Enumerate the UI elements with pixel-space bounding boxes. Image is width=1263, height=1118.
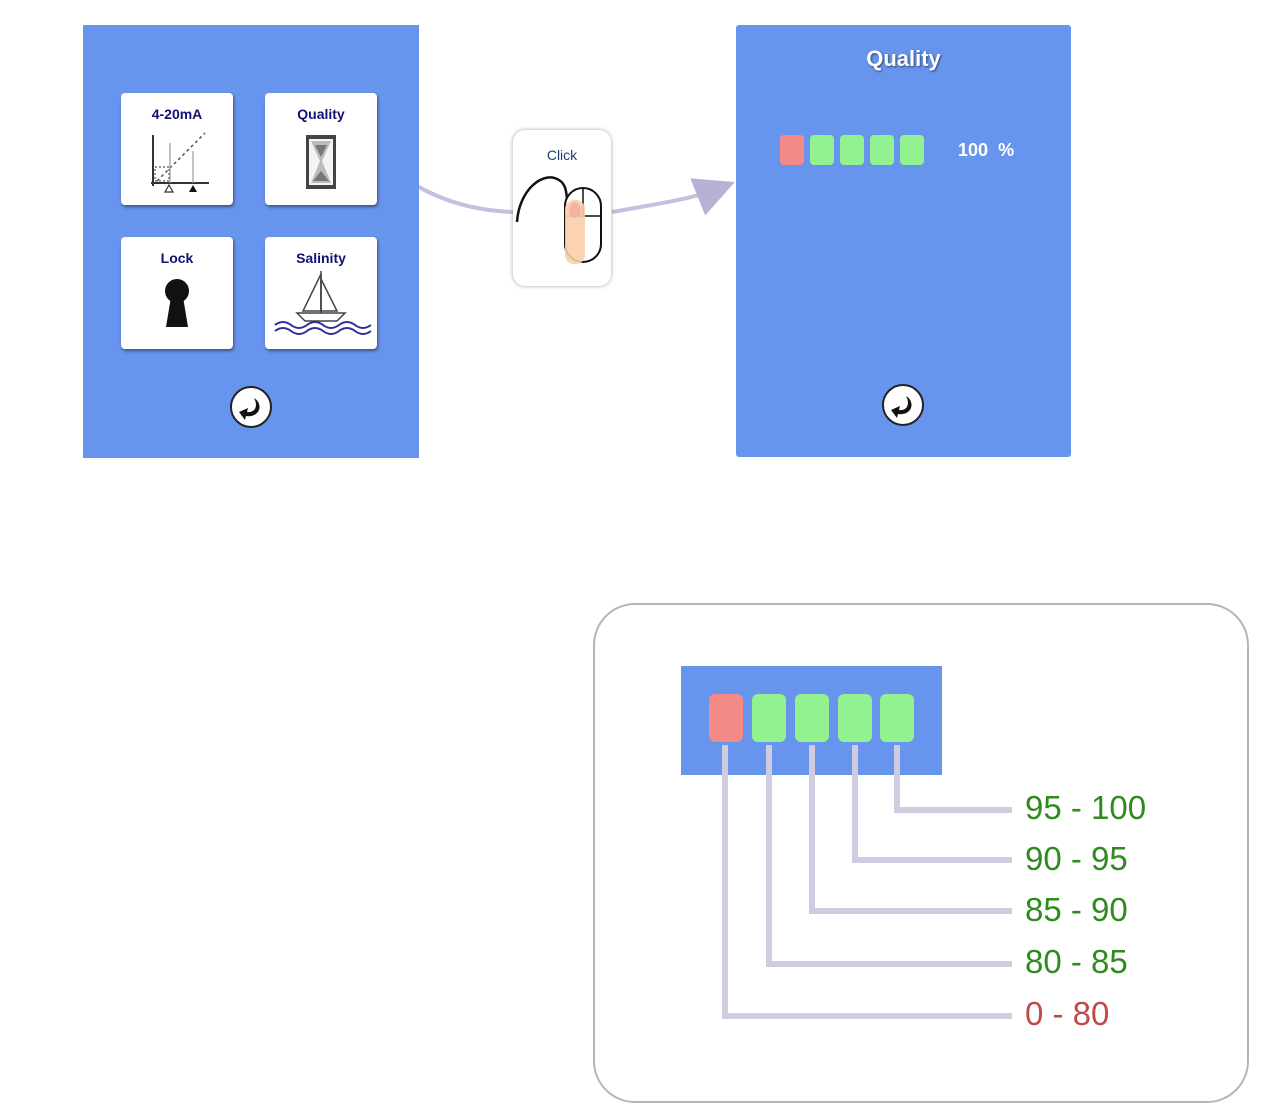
mouse-click-icon: [515, 176, 602, 264]
range-label-85-90: 85 - 90: [1025, 891, 1128, 928]
quality-bar-5: [900, 135, 924, 165]
page-title: Quality: [866, 46, 941, 71]
quality-bar-2: [810, 135, 834, 165]
tile-lock[interactable]: Lock: [121, 237, 233, 349]
back-arrow-icon: [239, 398, 260, 420]
range-label-95-100: 95 - 100: [1025, 789, 1147, 826]
quality-value: 100: [958, 140, 989, 160]
tile-label: Salinity: [296, 250, 346, 266]
legend-bar-2: [752, 694, 786, 742]
click-hint-label: Click: [546, 147, 578, 163]
keyhole-icon: [165, 279, 189, 327]
connector-bar-4: [852, 745, 1012, 863]
legend-bar-4: [838, 694, 872, 742]
click-hint-card: Click: [513, 130, 611, 286]
current-loop-chart-icon: [151, 132, 209, 193]
connector-bar-3: [809, 745, 1012, 914]
range-label-80-85: 80 - 85: [1025, 943, 1128, 980]
connector-bar-1: [722, 745, 1012, 1019]
connector-bar-5: [894, 745, 1012, 813]
quality-unit: %: [998, 140, 1015, 160]
quality-bar-1: [780, 135, 804, 165]
hourglass-icon: [306, 135, 336, 189]
connector-bar-2: [766, 745, 1012, 967]
tile-quality[interactable]: Quality: [265, 93, 377, 205]
legend-bar-1: [709, 694, 743, 742]
sailboat-icon: [274, 271, 372, 335]
tile-label: Quality: [297, 106, 345, 122]
back-arrow-icon: [891, 396, 912, 418]
tile-label: Lock: [160, 250, 194, 266]
back-button[interactable]: [882, 384, 924, 426]
back-button[interactable]: [230, 386, 272, 428]
quality-bar-4: [870, 135, 894, 165]
tile-label: 4-20mA: [151, 106, 203, 122]
quality-screen: Quality 100 %: [736, 25, 1071, 457]
quality-readout: 100 %: [958, 140, 1014, 161]
range-label-90-95: 90 - 95: [1025, 840, 1128, 877]
legend-bar-5: [880, 694, 914, 742]
legend-bar-3: [795, 694, 829, 742]
range-label-0-80: 0 - 80: [1025, 995, 1110, 1032]
quality-bar-3: [840, 135, 864, 165]
tile-4-20ma[interactable]: 4-20mA: [121, 93, 233, 205]
tile-salinity[interactable]: Salinity: [265, 237, 377, 349]
arrow-to-quality-screen: [611, 178, 735, 216]
menu-panel: 4-20mA Quality Lock Salinity: [83, 25, 419, 458]
